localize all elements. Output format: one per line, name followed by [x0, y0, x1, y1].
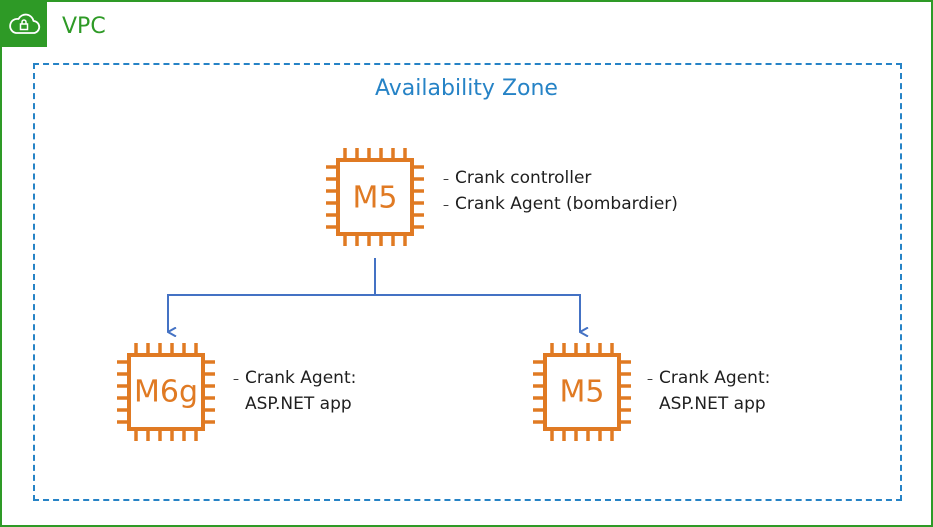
note-line: ASP.NET app: [659, 394, 766, 414]
note-line: –Crank Agent (bombardier): [443, 194, 678, 214]
chip-body: [336, 158, 414, 236]
connectors: [167, 258, 580, 332]
cloud-lock-icon: [8, 13, 40, 34]
instance-label-app-x86: M5: [560, 375, 605, 410]
vpc-title: VPC: [62, 14, 106, 39]
app-x86-notes: –Crank Agent: ASP.NET app: [647, 366, 770, 417]
note-line: ASP.NET app: [245, 394, 352, 414]
note-line: –Crank controller: [443, 168, 592, 188]
note-line: –Crank Agent:: [647, 368, 771, 388]
instance-label-app-arm: M6g: [134, 375, 198, 410]
note-line: –Crank Agent:: [233, 368, 357, 388]
vpc-badge: [0, 0, 47, 47]
chip-body: [127, 353, 205, 431]
controller-notes: –Crank controller –Crank Agent (bombardi…: [443, 166, 678, 218]
instance-label-controller: M5: [353, 181, 398, 216]
app-arm-notes: –Crank Agent: ASP.NET app: [233, 366, 356, 417]
ec2-instance-chip-icon: [326, 148, 424, 246]
availability-zone-boundary: [33, 63, 902, 501]
ec2-instance-chip-icon: [533, 343, 631, 441]
chip-body: [543, 353, 621, 431]
ec2-instance-chip-icon: [117, 343, 215, 441]
availability-zone-title: Availability Zone: [375, 76, 558, 101]
